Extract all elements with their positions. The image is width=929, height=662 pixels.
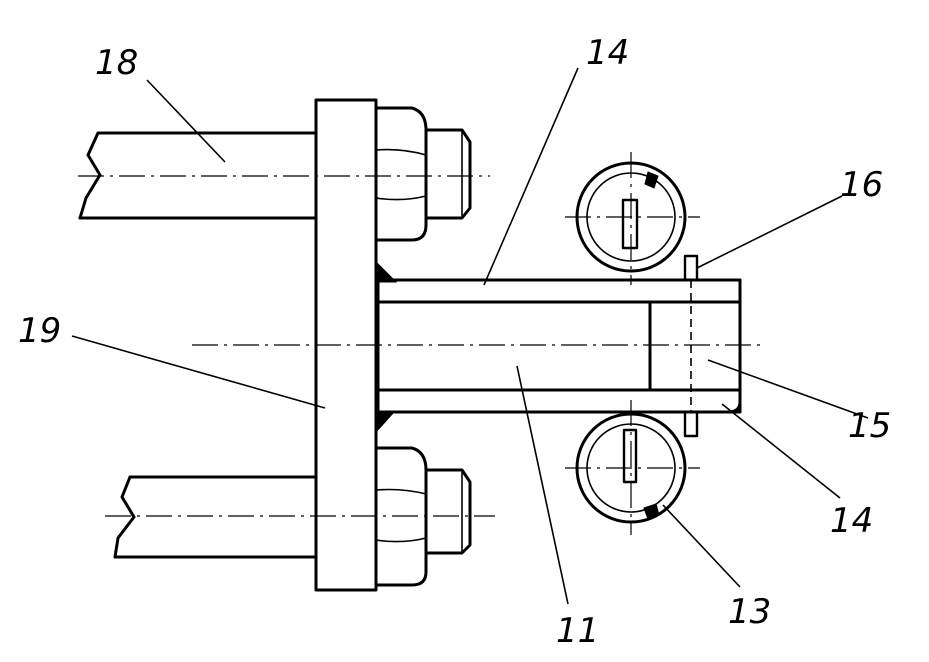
- upper-nut-bolt: [376, 108, 470, 240]
- cross-pin: [685, 256, 697, 436]
- label-18: 18: [95, 43, 138, 83]
- inner-shaft: [378, 302, 650, 390]
- label-15: 15: [848, 406, 891, 446]
- label-16: 16: [840, 165, 883, 205]
- lower-roller: [565, 400, 700, 535]
- label-14-bottom: 14: [830, 501, 873, 541]
- upper-rod: [78, 133, 490, 218]
- upper-roller: [565, 152, 700, 285]
- label-11: 11: [556, 611, 599, 651]
- label-13: 13: [728, 592, 771, 632]
- sleeve-tube: [378, 280, 740, 412]
- label-14-top: 14: [586, 33, 629, 73]
- label-19: 19: [18, 311, 61, 351]
- lower-rod: [105, 477, 495, 557]
